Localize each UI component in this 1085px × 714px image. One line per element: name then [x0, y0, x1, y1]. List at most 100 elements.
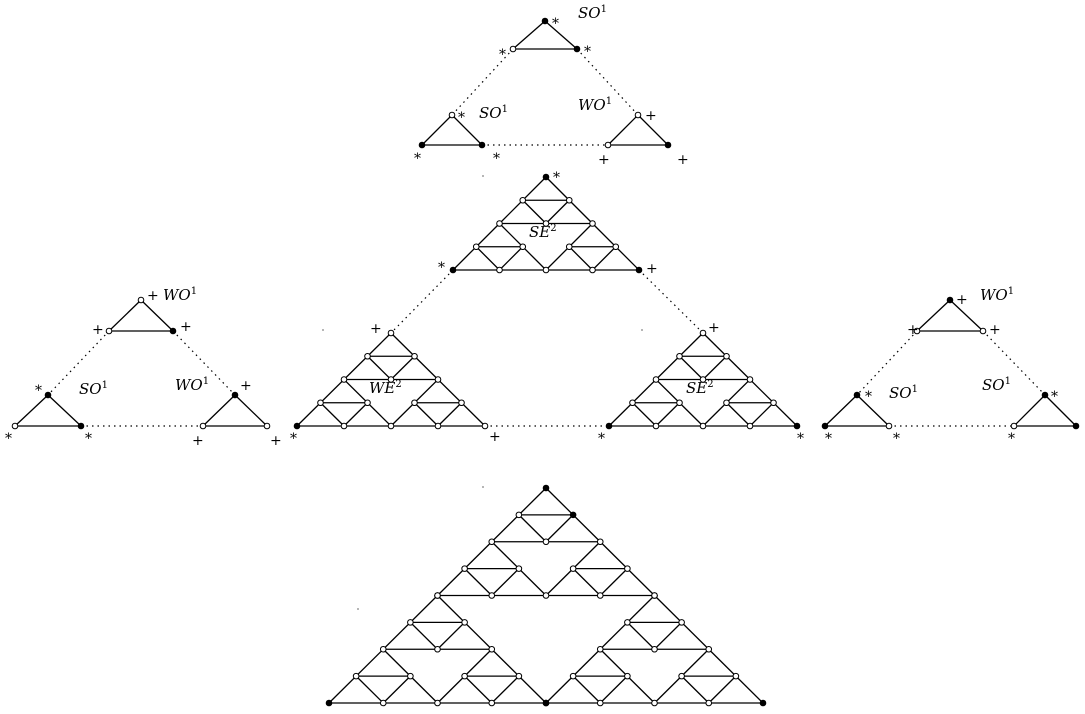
star-mark: * [552, 16, 559, 32]
open-vertex [461, 672, 468, 680]
open-vertex [434, 376, 442, 383]
open-vertex [407, 619, 414, 626]
plus-mark: + [370, 321, 382, 337]
plus-mark: + [270, 433, 282, 449]
triangle-edge [655, 402, 680, 427]
open-vertex [387, 422, 395, 430]
open-vertex [589, 220, 596, 227]
triangle-edge [545, 199, 570, 224]
label-mid-se2-right: SE2 [686, 379, 714, 397]
filled-vertex [573, 45, 581, 53]
triangle-edge [491, 568, 520, 596]
open-vertex [651, 645, 658, 653]
open-vertex [676, 399, 683, 407]
dotted-connections [47, 48, 1046, 427]
dotted-connection [47, 330, 110, 396]
vertices [11, 17, 1080, 707]
open-vertex [732, 672, 740, 680]
label-top-so1-b: SO1 [479, 104, 508, 122]
triangle-edge [367, 355, 392, 380]
plus-mark: + [180, 319, 192, 335]
plus-mark: + [489, 429, 501, 445]
triangle-edge [437, 621, 466, 650]
open-vertex [515, 672, 523, 680]
open-vertex [542, 220, 550, 227]
open-vertex [723, 352, 730, 360]
filled-vertex [231, 391, 239, 399]
label-top-wo1: WO1 [578, 96, 612, 114]
filled-vertex [542, 173, 550, 181]
triangle-edge [14, 394, 49, 427]
open-vertex [651, 699, 658, 707]
open-vertex [699, 376, 707, 383]
open-vertex [481, 422, 489, 430]
dotted-connection [638, 269, 704, 334]
plus-mark: + [240, 378, 252, 394]
star-mark: * [1008, 431, 1015, 447]
open-vertex [699, 329, 707, 337]
filled-vertex [325, 699, 333, 707]
triangle-edge [599, 568, 628, 596]
star-mark: * [290, 431, 297, 447]
triangle-edge [702, 355, 727, 380]
plus-mark: + [677, 152, 689, 168]
filled-vertex [605, 422, 613, 430]
open-vertex [515, 511, 523, 519]
triangle-edge [437, 402, 462, 427]
filled-vertex [418, 141, 426, 149]
filled-vertex [293, 422, 301, 430]
filled-vertex [449, 266, 457, 274]
triangle-edge [607, 114, 639, 146]
open-vertex [565, 243, 573, 251]
open-vertex [723, 399, 730, 407]
open-vertex [448, 111, 456, 119]
open-vertex [364, 352, 371, 360]
plus-marks: + + + + + + + + + + + + + + + + [92, 108, 1001, 449]
filled-vertex [541, 17, 549, 25]
triangle-edge [824, 394, 858, 427]
open-vertex [263, 422, 271, 430]
open-vertex [488, 645, 496, 653]
open-vertex [705, 699, 713, 707]
open-vertex [488, 592, 496, 599]
open-vertex [137, 296, 145, 304]
open-vertex [604, 141, 612, 149]
open-vertex [624, 565, 631, 572]
triangle-edge [749, 402, 774, 427]
star-mark: * [499, 47, 506, 63]
open-vertex [340, 422, 348, 430]
open-vertex [770, 399, 777, 407]
triangle-edge [512, 20, 546, 50]
open-vertex [434, 592, 441, 599]
open-vertex [624, 672, 631, 680]
label-right-so1-b: SO1 [982, 376, 1011, 394]
triangle-edge [414, 402, 439, 427]
open-vertex [569, 565, 577, 572]
open-vertex [352, 672, 360, 680]
star-mark: * [825, 431, 832, 447]
triangle-edge [518, 514, 547, 543]
open-vertex [596, 538, 604, 546]
star-mark: * [438, 260, 445, 276]
open-vertex [651, 592, 658, 599]
open-vertex [472, 243, 480, 251]
open-vertex [652, 422, 660, 430]
triangle-edge [632, 402, 657, 427]
triangle-edge [140, 299, 174, 332]
filled-vertex [1072, 422, 1080, 430]
filled-vertex [77, 422, 85, 430]
label-top-so1-a: SO1 [578, 4, 607, 22]
filled-vertex [44, 391, 52, 399]
star-mark: * [85, 431, 92, 447]
label-left-wo1-top: WO1 [163, 286, 197, 304]
open-vertex [542, 538, 550, 546]
open-vertex [746, 376, 754, 383]
triangle-edge [491, 675, 520, 704]
open-vertex [11, 422, 19, 430]
filled-vertex [759, 699, 767, 707]
triangle-edge [421, 114, 453, 146]
filled-vertex [853, 391, 861, 399]
triangle-edge [1044, 394, 1077, 427]
open-vertex [542, 592, 550, 599]
star-mark: * [493, 151, 500, 167]
